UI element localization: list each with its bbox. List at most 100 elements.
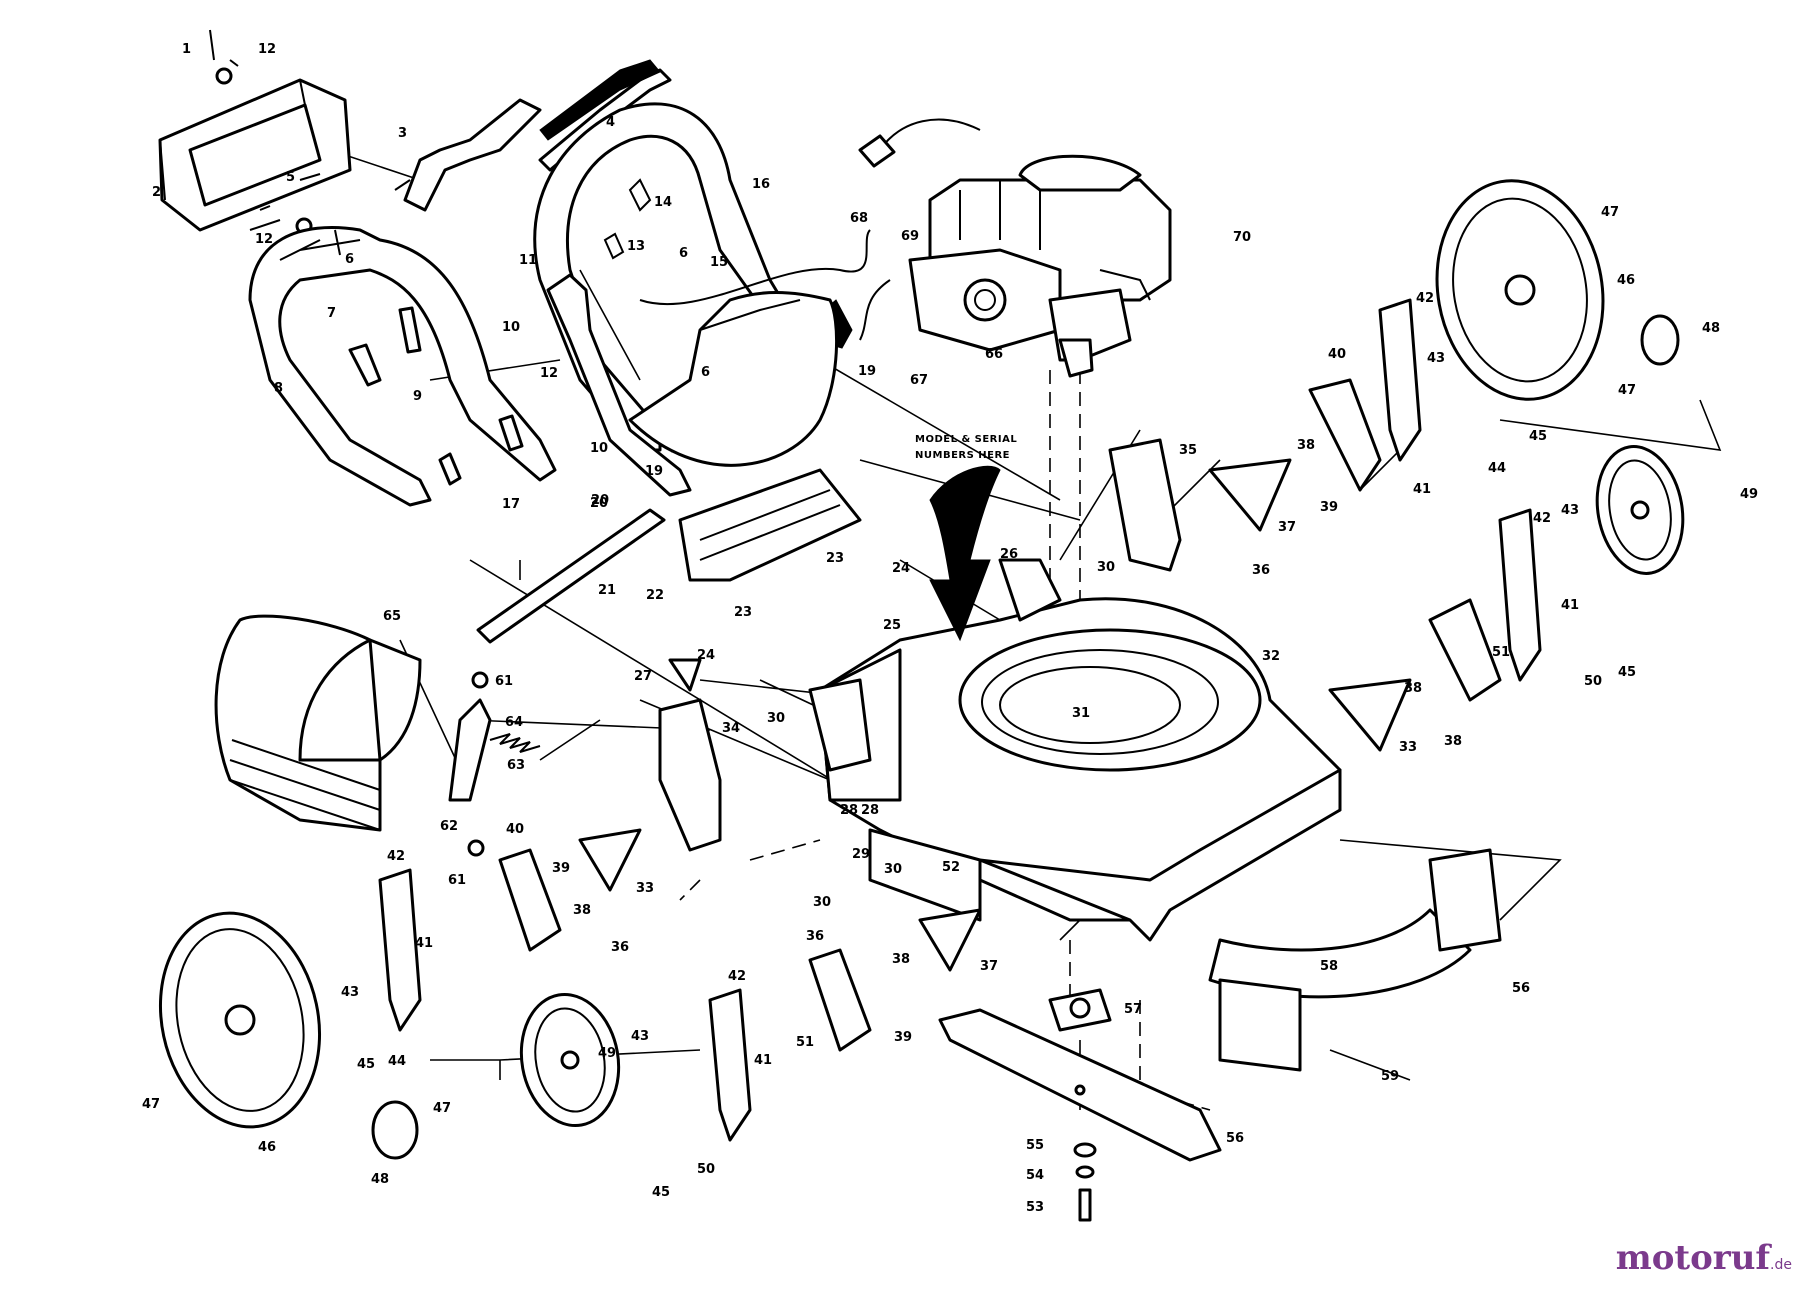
hub-caps bbox=[371, 314, 1680, 1160]
part-label: 52 bbox=[942, 860, 960, 875]
part-label: 42 bbox=[1416, 291, 1434, 306]
part-label: 36 bbox=[1252, 563, 1270, 578]
part-label: 42 bbox=[728, 969, 746, 984]
part-label: 17 bbox=[502, 497, 520, 512]
part-label: 34 bbox=[722, 721, 740, 736]
part-label: 39 bbox=[1320, 500, 1338, 515]
front-wheel-right bbox=[1595, 445, 1685, 575]
part-label: 33 bbox=[636, 881, 654, 896]
part-label: 11 bbox=[519, 253, 537, 268]
part-label: 50 bbox=[1584, 674, 1602, 689]
mower-deck bbox=[818, 558, 1342, 942]
part-label: 31 bbox=[1072, 706, 1090, 721]
part-label: 6 bbox=[345, 252, 354, 267]
part-label: 7 bbox=[327, 306, 336, 321]
part-label: 8 bbox=[274, 381, 283, 396]
part-label: 59 bbox=[1381, 1069, 1399, 1084]
watermark-logo: motoruf.de bbox=[1616, 1238, 1792, 1278]
part-label: 43 bbox=[631, 1029, 649, 1044]
part-label: 39 bbox=[894, 1030, 912, 1045]
blade-adapter bbox=[1048, 988, 1112, 1032]
part-label: 49 bbox=[1740, 487, 1758, 502]
mower-blade bbox=[938, 1008, 1222, 1162]
part-label: 43 bbox=[1427, 351, 1445, 366]
part-label: 32 bbox=[1262, 649, 1280, 664]
rear-deflector bbox=[678, 468, 862, 582]
part-label: 25 bbox=[883, 618, 901, 633]
part-label: 38 bbox=[1404, 681, 1422, 696]
part-label: 16 bbox=[752, 177, 770, 192]
part-label: 62 bbox=[440, 819, 458, 834]
part-label: 1 bbox=[182, 42, 191, 57]
throttle-cable bbox=[639, 118, 981, 341]
part-label: 47 bbox=[1601, 205, 1619, 220]
part-label: 3 bbox=[398, 126, 407, 141]
part-label: 19 bbox=[645, 464, 663, 479]
note-line-2: NUMBERS HERE bbox=[915, 450, 1010, 461]
part-label: 12 bbox=[258, 42, 276, 57]
control-rod bbox=[394, 98, 542, 212]
part-label: 29 bbox=[852, 847, 870, 862]
grass-catcher-bag bbox=[214, 614, 422, 832]
part-label: 43 bbox=[1561, 503, 1579, 518]
part-label: 42 bbox=[1533, 511, 1551, 526]
baffle bbox=[1208, 848, 1502, 1072]
part-label: 45 bbox=[652, 1185, 670, 1200]
part-label: 37 bbox=[1278, 520, 1296, 535]
watermark-brand: motoruf bbox=[1615, 1238, 1771, 1278]
height-sectors bbox=[578, 458, 1412, 972]
part-label: 36 bbox=[806, 929, 824, 944]
part-label: 48 bbox=[1702, 321, 1720, 336]
model-serial-arrow: MODEL & SERIAL NUMBERS HERE bbox=[915, 434, 1017, 642]
part-label: 23 bbox=[826, 551, 844, 566]
part-label: 6 bbox=[701, 365, 710, 380]
part-label: 42 bbox=[387, 849, 405, 864]
grass-bag-holder bbox=[158, 78, 352, 232]
part-label: 35 bbox=[1179, 443, 1197, 458]
front-wheel-left bbox=[519, 992, 621, 1128]
part-label: 10 bbox=[590, 441, 608, 456]
part-label: 61 bbox=[495, 674, 513, 689]
engine bbox=[908, 154, 1172, 378]
part-label: 41 bbox=[754, 1053, 772, 1068]
height-adjuster-plates bbox=[658, 438, 1182, 852]
part-label: 36 bbox=[611, 940, 629, 955]
part-label: 6 bbox=[679, 246, 688, 261]
part-label: 21 bbox=[598, 583, 616, 598]
lower-handle bbox=[248, 226, 557, 507]
part-label: 44 bbox=[388, 1054, 406, 1069]
part-label: 30 bbox=[767, 711, 785, 726]
part-label: 33 bbox=[1399, 740, 1417, 755]
part-label: 53 bbox=[1026, 1200, 1044, 1215]
part-label: 13 bbox=[627, 239, 645, 254]
part-label: 47 bbox=[433, 1101, 451, 1116]
part-label: 57 bbox=[1124, 1002, 1142, 1017]
part-label: 45 bbox=[357, 1057, 375, 1072]
part-label: 41 bbox=[1561, 598, 1579, 613]
part-label: 54 bbox=[1026, 1168, 1044, 1183]
blade-bolt bbox=[1073, 1142, 1097, 1222]
part-label: 23 bbox=[734, 605, 752, 620]
part-label: 69 bbox=[901, 229, 919, 244]
part-label: 66 bbox=[985, 347, 1003, 362]
part-label: 55 bbox=[1026, 1138, 1044, 1153]
part-label: 51 bbox=[796, 1035, 814, 1050]
spring-door-hinge bbox=[448, 671, 541, 857]
rear-wheel-right bbox=[1435, 179, 1605, 401]
part-label: 15 bbox=[710, 255, 728, 270]
part-number-labels: 1 12 2 5 12 6 7 8 9 3 4 16 11 13 14 15 6… bbox=[142, 42, 1758, 1215]
part-label: 67 bbox=[910, 373, 928, 388]
part-label: 28 bbox=[861, 803, 879, 818]
part-label: 38 bbox=[892, 952, 910, 967]
grass-bag-frame bbox=[628, 291, 839, 467]
part-label: 64 bbox=[505, 715, 523, 730]
part-label: 48 bbox=[371, 1172, 389, 1187]
part-label: 5 bbox=[286, 170, 295, 185]
part-label: 46 bbox=[258, 1140, 276, 1155]
part-label: 43 bbox=[341, 985, 359, 1000]
part-label: 41 bbox=[415, 936, 433, 951]
part-label: 12 bbox=[255, 232, 273, 247]
part-label: 47 bbox=[142, 1097, 160, 1112]
